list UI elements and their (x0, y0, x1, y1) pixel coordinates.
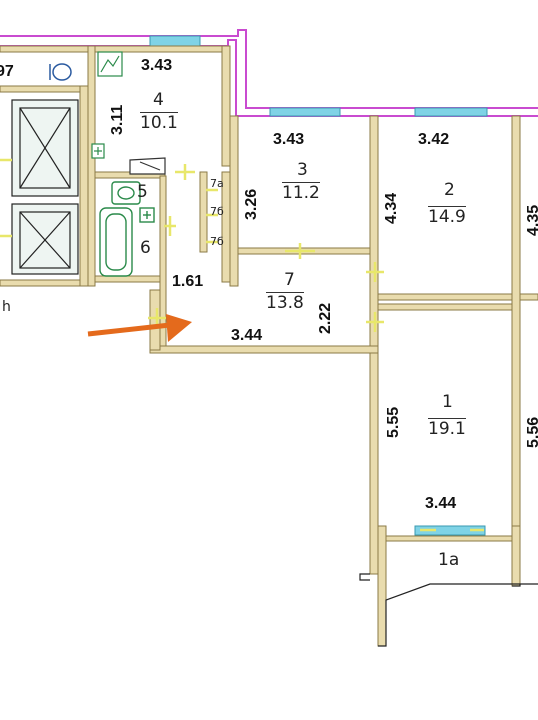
partial-dimension-label: 97 (0, 63, 14, 80)
dimension-label: 3.11 (109, 104, 126, 135)
dimension-label: 3.44 (425, 495, 457, 512)
room-number: 1a (438, 550, 460, 570)
toilet-icon (111, 181, 155, 223)
room-area: 13.8 (266, 292, 304, 313)
room-number: 7б (210, 205, 224, 218)
exterior-line (359, 573, 538, 647)
room-number: 6 (140, 238, 151, 258)
arrow-icon (87, 314, 192, 342)
room-number: 7 (284, 270, 295, 290)
dimension-label: 1.61 (172, 273, 204, 290)
dimension-label: 3.43 (273, 131, 305, 148)
dimension-label: 2.22 (317, 302, 334, 334)
room-area: 19.1 (428, 418, 466, 439)
bathtub-icon (99, 207, 133, 277)
sink-icon (129, 157, 166, 175)
window (149, 35, 488, 536)
dimension-label: 4.35 (525, 204, 538, 236)
dimension-label: 3.44 (231, 327, 263, 344)
dimension-label: 3.42 (418, 131, 450, 148)
room-number: 1 (442, 392, 453, 412)
room-number: 7б (210, 235, 224, 248)
shaft-cross-icon (11, 99, 79, 275)
dimension-label: 5.56 (525, 416, 538, 448)
partial-room-label: h (2, 299, 11, 315)
dimension-label: 3.43 (141, 57, 173, 74)
room-area: 11.2 (282, 182, 320, 203)
dimension-label: 5.55 (385, 406, 402, 438)
room-number: 4 (153, 90, 164, 110)
room-number: 2 (444, 180, 455, 200)
door-mark (0, 158, 484, 532)
toilet-icon (49, 63, 72, 81)
room-number: 3 (297, 160, 308, 180)
room-area: 10.1 (140, 112, 178, 133)
dimension-label: 4.34 (383, 192, 400, 224)
walls (0, 45, 538, 647)
room-area: 14.9 (428, 206, 466, 227)
room-number: 5 (137, 182, 148, 202)
room-number: 7a (210, 177, 224, 190)
dimension-label: 3.26 (243, 188, 260, 220)
sink-icon (91, 51, 123, 159)
